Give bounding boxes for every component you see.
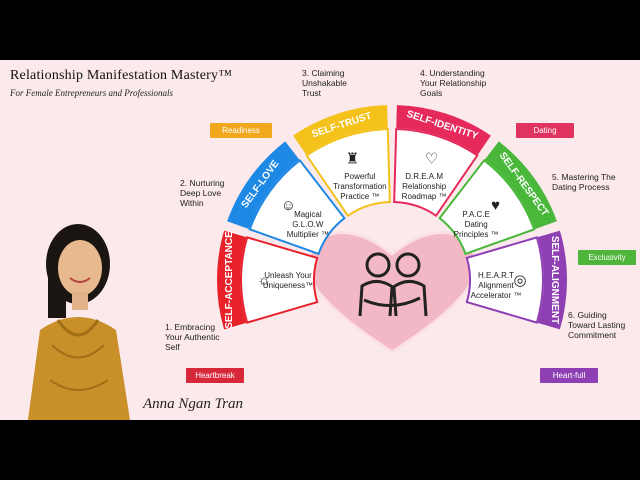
page-subtitle: For Female Entrepreneurs and Professiona…: [10, 88, 173, 98]
segment-practice-line: Uniqueness™: [263, 281, 313, 290]
tag-heartbreak: Heartbreak: [186, 368, 244, 383]
tag-dating: Dating: [516, 123, 574, 138]
segment-self-trust: SELF-TRUST♜PowerfulTransformationPractic…: [293, 105, 391, 218]
segment-self-identity: SELF-IDENTITY♡D.R.E.A.MRelationshipRoadm…: [393, 105, 491, 218]
letterbox-top: [0, 0, 640, 60]
segment-band: [537, 230, 568, 330]
segment-panel: [465, 236, 544, 324]
tag-exclusivity: Exclusivity: [578, 250, 636, 265]
segment-practice-line: Dating: [465, 220, 488, 229]
segment-practice-line: P.A.C.E: [462, 210, 489, 219]
segment-practice-line: Magical: [294, 210, 322, 219]
letterbox-bottom: [0, 420, 640, 480]
heart-house-icon: ♡: [425, 150, 438, 167]
segment-band-label: SELF-ACCEPTANCE: [224, 231, 235, 329]
segment-practice-line: G.L.O.W: [292, 220, 324, 229]
couple-hug-icon: [358, 252, 428, 317]
segment-band: [217, 230, 247, 330]
segment-practice-line: D.R.E.A.M: [405, 172, 443, 181]
page-title: Relationship Manifestation Mastery™: [10, 68, 233, 83]
presenter-photo: [28, 224, 130, 420]
segment-band: [396, 105, 491, 155]
segment-band: [293, 105, 388, 155]
segment-panel: [438, 158, 536, 256]
framework-wheel: SELF-ACCEPTANCE☼Unleash YourUniqueness™S…: [217, 105, 568, 354]
segment-practice-line: Relationship: [402, 182, 447, 191]
segment-panel: [240, 236, 319, 324]
segment-practice-line: Practice ™: [340, 192, 379, 201]
segment-practice-line: H.E.A.R.T: [478, 271, 514, 280]
segment-band-label: SELF-ALIGNMENT: [549, 236, 560, 324]
segment-band: [227, 141, 300, 230]
segment-practice-line: Accelerator ™: [471, 291, 522, 300]
segment-panel: [305, 128, 391, 218]
presenter-signature: Anna Ngan Tran: [143, 396, 244, 412]
smiley-icon: ☺: [281, 197, 296, 214]
lighthouse-icon: ♜: [346, 150, 359, 167]
head-heart-icon: ♥: [491, 197, 500, 214]
tag-heart-full: Heart-full: [540, 368, 598, 383]
segment-practice-line: Unleash Your: [264, 271, 312, 280]
segment-practice-line: Multiplier ™: [287, 230, 329, 239]
segment-panel: [248, 158, 346, 256]
segment-panel: [393, 128, 479, 218]
segment-self-alignment: SELF-ALIGNMENT ◎H.E.A.R.TAlignmentAcceler…: [465, 230, 568, 330]
segment-practice-line: Alignment: [478, 281, 514, 290]
segment-practice-line: Transformation: [333, 182, 387, 191]
segment-practice-line: Principles ™: [454, 230, 499, 239]
tag-readiness: Readiness: [210, 123, 272, 138]
segment-band: [484, 141, 557, 230]
ring-icon: ◎: [513, 272, 526, 289]
sun-icon: ☼: [257, 272, 271, 289]
segment-practice-line: Roadmap ™: [402, 192, 447, 201]
segment-practice-line: Powerful: [344, 172, 375, 181]
diagram-canvas: Relationship Manifestation Mastery™ For …: [0, 60, 640, 420]
